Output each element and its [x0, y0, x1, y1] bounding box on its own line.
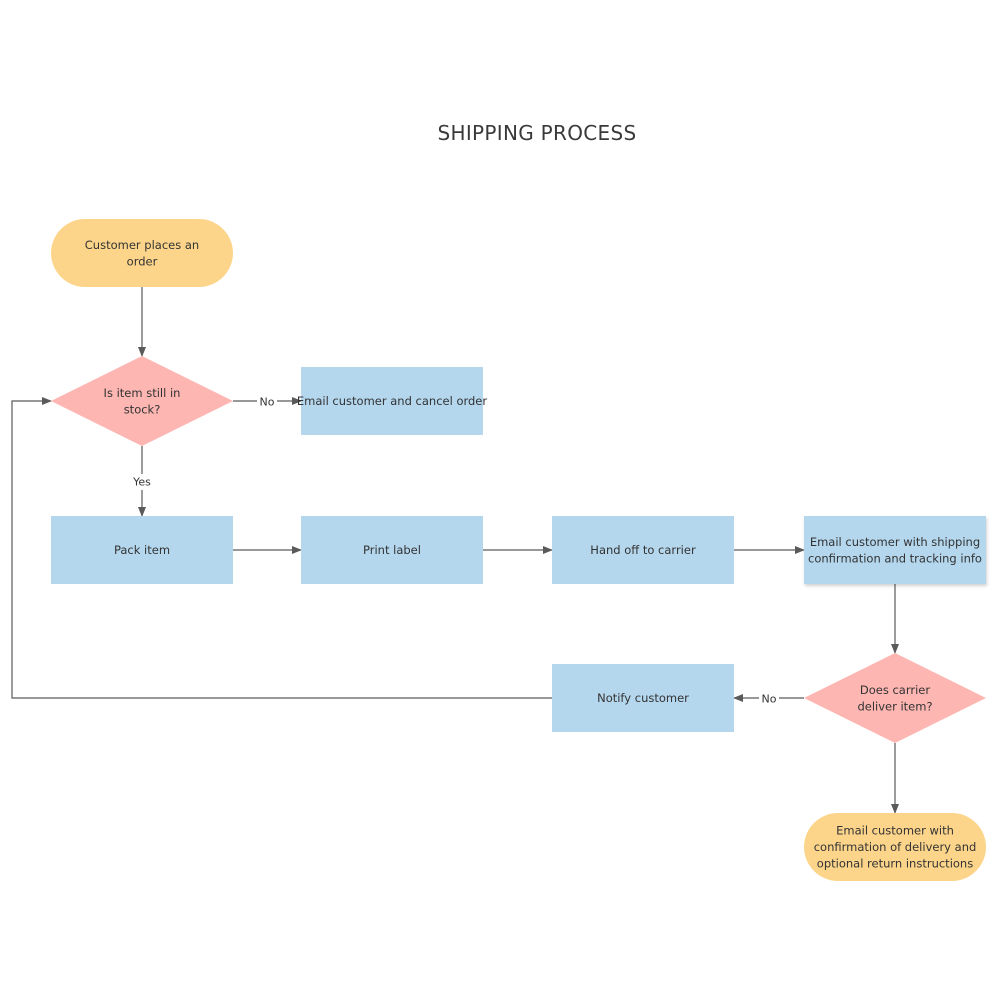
node-label-line: Is item still in [104, 386, 181, 400]
process-shape [804, 516, 986, 584]
edge-label-background [759, 691, 779, 707]
node-label-line: Email customer and cancel order [297, 394, 488, 408]
node-pack[interactable]: Pack item [51, 516, 233, 584]
process-shape [552, 664, 734, 732]
edge-label-no: No [759, 691, 779, 707]
node-label-line: stock? [124, 402, 161, 416]
node-label-line: optional return instructions [817, 857, 973, 871]
page-title: SHIPPING PROCESS [438, 121, 637, 145]
node-label-line: Notify customer [597, 691, 689, 705]
node-label-line: Email customer with [836, 824, 954, 838]
node-label-line: Does carrier [860, 683, 931, 697]
node-confirm[interactable]: Email customer with shipping confirmation… [804, 516, 986, 584]
node-delivered[interactable]: Does carrier deliver item? [804, 653, 986, 743]
decision-shape [804, 653, 986, 743]
edge-label-yes: Yes [128, 474, 156, 490]
node-label-line: order [127, 254, 158, 268]
process-shape [301, 516, 483, 584]
node-label-line: deliver item? [857, 699, 932, 713]
node-label-line: Pack item [114, 543, 170, 557]
terminal-shape [804, 813, 986, 881]
process-shape [301, 367, 483, 435]
connector-notify-to-in-stock [11, 397, 552, 699]
edge-label-background [257, 394, 277, 410]
node-label-line: confirmation and tracking info [808, 551, 982, 565]
node-cancel[interactable]: Email customer and cancel order [297, 367, 488, 435]
node-notify[interactable]: Notify customer [552, 664, 734, 732]
node-label-line: Email customer with shipping [810, 535, 980, 549]
node-handoff[interactable]: Hand off to carrier [552, 516, 734, 584]
edge-label-text: No [762, 693, 777, 706]
node-label-line: Hand off to carrier [590, 543, 696, 557]
process-shape [51, 516, 233, 584]
flowchart-nodes: Customer places an order Is item still in s… [51, 219, 986, 881]
node-end[interactable]: Email customer with confirmation of deliv… [804, 813, 986, 881]
node-in-stock[interactable]: Is item still in stock? [51, 356, 233, 446]
edge-label-background [128, 474, 156, 490]
node-label-line: Customer places an [85, 238, 199, 252]
node-start[interactable]: Customer places an order [51, 219, 233, 287]
node-print[interactable]: Print label [301, 516, 483, 584]
edge-label-text: Yes [132, 476, 151, 489]
terminal-shape [51, 219, 233, 287]
process-shape [552, 516, 734, 584]
edge-label-text: No [260, 396, 275, 409]
node-label-line: confirmation of delivery and [814, 840, 977, 854]
node-label-line: Print label [363, 543, 421, 557]
edge-label-no: No [257, 394, 277, 410]
decision-shape [51, 356, 233, 446]
